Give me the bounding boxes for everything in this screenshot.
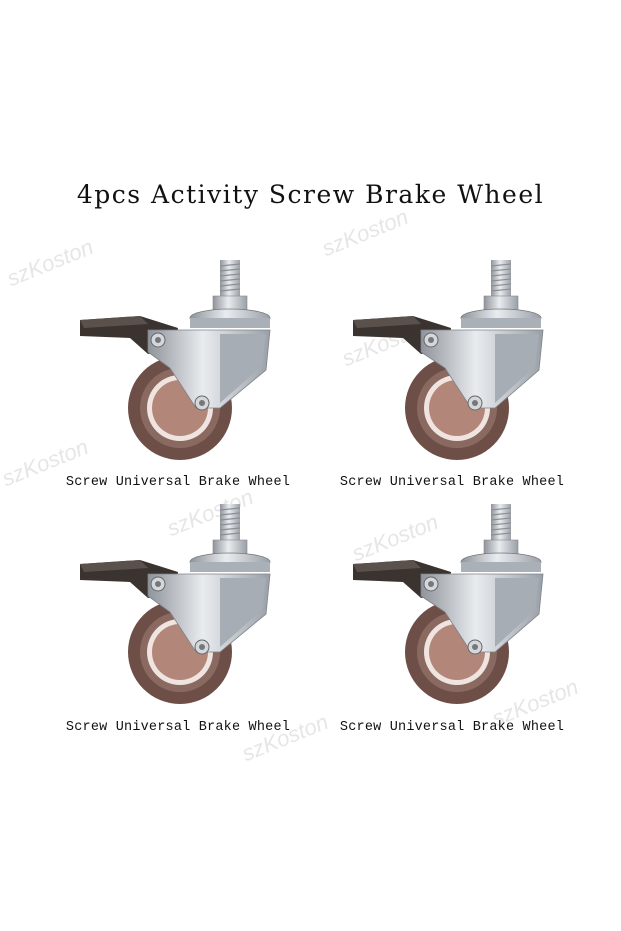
product-caption-4: Screw Universal Brake Wheel [339,720,565,735]
caster-wheel-icon [80,504,271,704]
product-image-2 [345,258,565,478]
page-title: 4pcs Activity Screw Brake Wheel [76,180,545,209]
product-caption-2: Screw Universal Brake Wheel [339,475,565,490]
product-image-4 [345,502,565,722]
product-caption-3: Screw Universal Brake Wheel [65,720,291,735]
product-image-3 [70,502,290,722]
caster-wheel-icon [353,504,544,704]
watermark: szKoston [318,203,412,262]
product-caption-1: Screw Universal Brake Wheel [65,475,291,490]
caster-wheel-icon [353,260,544,460]
product-image-1 [70,258,290,478]
caster-wheel-icon [80,260,271,460]
